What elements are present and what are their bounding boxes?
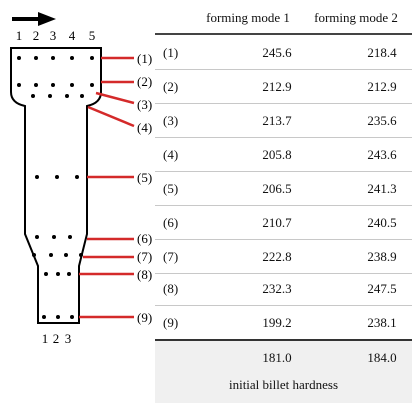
mode2-value: 241.3 [367,181,397,196]
table-row: (4) 205.8 243.6 [155,137,412,172]
row-index: (6) [163,215,179,230]
mode2-value: 218.4 [367,45,397,60]
row-index: (2) [163,79,179,94]
measurement-points [17,56,94,319]
row-index: (1) [163,45,179,60]
row-index: (3) [163,113,179,128]
table-row: (3) 213.7 235.6 [155,103,412,138]
mode2-value: 243.6 [367,147,397,162]
zone-label-6: (6) [137,231,152,246]
initial-hardness-row: 181.0 184.0 initial billet hardness [155,339,412,403]
bottom-position-3: 3 [65,331,72,346]
bottom-position-2: 2 [53,331,60,346]
mode1-value: 232.3 [262,281,292,296]
mode1-value: 205.8 [262,147,292,162]
zone-label-9: (9) [137,310,152,325]
mode2-value: 247.5 [367,281,397,296]
zone-label-5: (5) [137,170,152,185]
header-forming-mode-1: forming mode 1 [206,10,290,25]
table-row: (6) 210.7 240.5 [155,205,412,240]
zone-label-3: (3) [137,97,152,112]
initial-hardness-caption: initial billet hardness [228,377,339,392]
top-position-5: 5 [89,28,96,43]
mode1-value: 212.9 [262,79,292,94]
table-row: (2) 212.9 212.9 [155,69,412,104]
initial-mode2-value: 184.0 [367,350,397,365]
zone-label-1: (1) [137,51,152,66]
table-row: (7) 222.8 238.9 [155,239,412,274]
mode2-value: 235.6 [367,113,397,128]
bottom-position-1: 1 [42,331,49,346]
header-forming-mode-2: forming mode 2 [314,10,398,25]
zone-label-8: (8) [137,267,152,282]
zone-label-7: (7) [137,249,152,264]
zone-labels: (1) (2) (3) (4) (5) (6) (7) (8) (9) [137,51,152,325]
billet-outline [10,47,102,324]
mode1-value: 222.8 [262,249,292,264]
row-index: (5) [163,181,179,196]
direction-arrow-icon [12,12,56,26]
billet-diagram: 1 2 3 4 5 [10,12,152,346]
row-index: (7) [163,249,179,264]
zone-leader-lines [79,56,135,319]
mode1-value: 210.7 [262,215,292,230]
table-row: (5) 206.5 241.3 [155,171,412,206]
top-position-1: 1 [16,28,23,43]
row-index: (9) [163,315,179,330]
top-position-2: 2 [33,28,40,43]
zone-label-4: (4) [137,120,152,135]
mode1-value: 213.7 [262,113,292,128]
top-position-4: 4 [69,28,76,43]
row-index: (4) [163,147,179,162]
mode2-value: 240.5 [367,215,397,230]
row-index: (8) [163,281,179,296]
mode2-value: 238.9 [367,249,397,264]
top-position-3: 3 [50,28,57,43]
mode1-value: 206.5 [262,181,292,196]
table-row: (1) 245.6 218.4 [155,35,412,70]
mode2-value: 238.1 [367,315,397,330]
mode1-value: 199.2 [262,315,292,330]
table-top-rule [155,33,412,35]
table-row: (8) 232.3 247.5 [155,271,412,306]
table-row: (9) 199.2 238.1 [155,305,412,339]
mode1-value: 245.6 [262,45,292,60]
initial-mode1-value: 181.0 [262,350,292,365]
zone-label-2: (2) [137,74,152,89]
mode2-value: 212.9 [367,79,397,94]
